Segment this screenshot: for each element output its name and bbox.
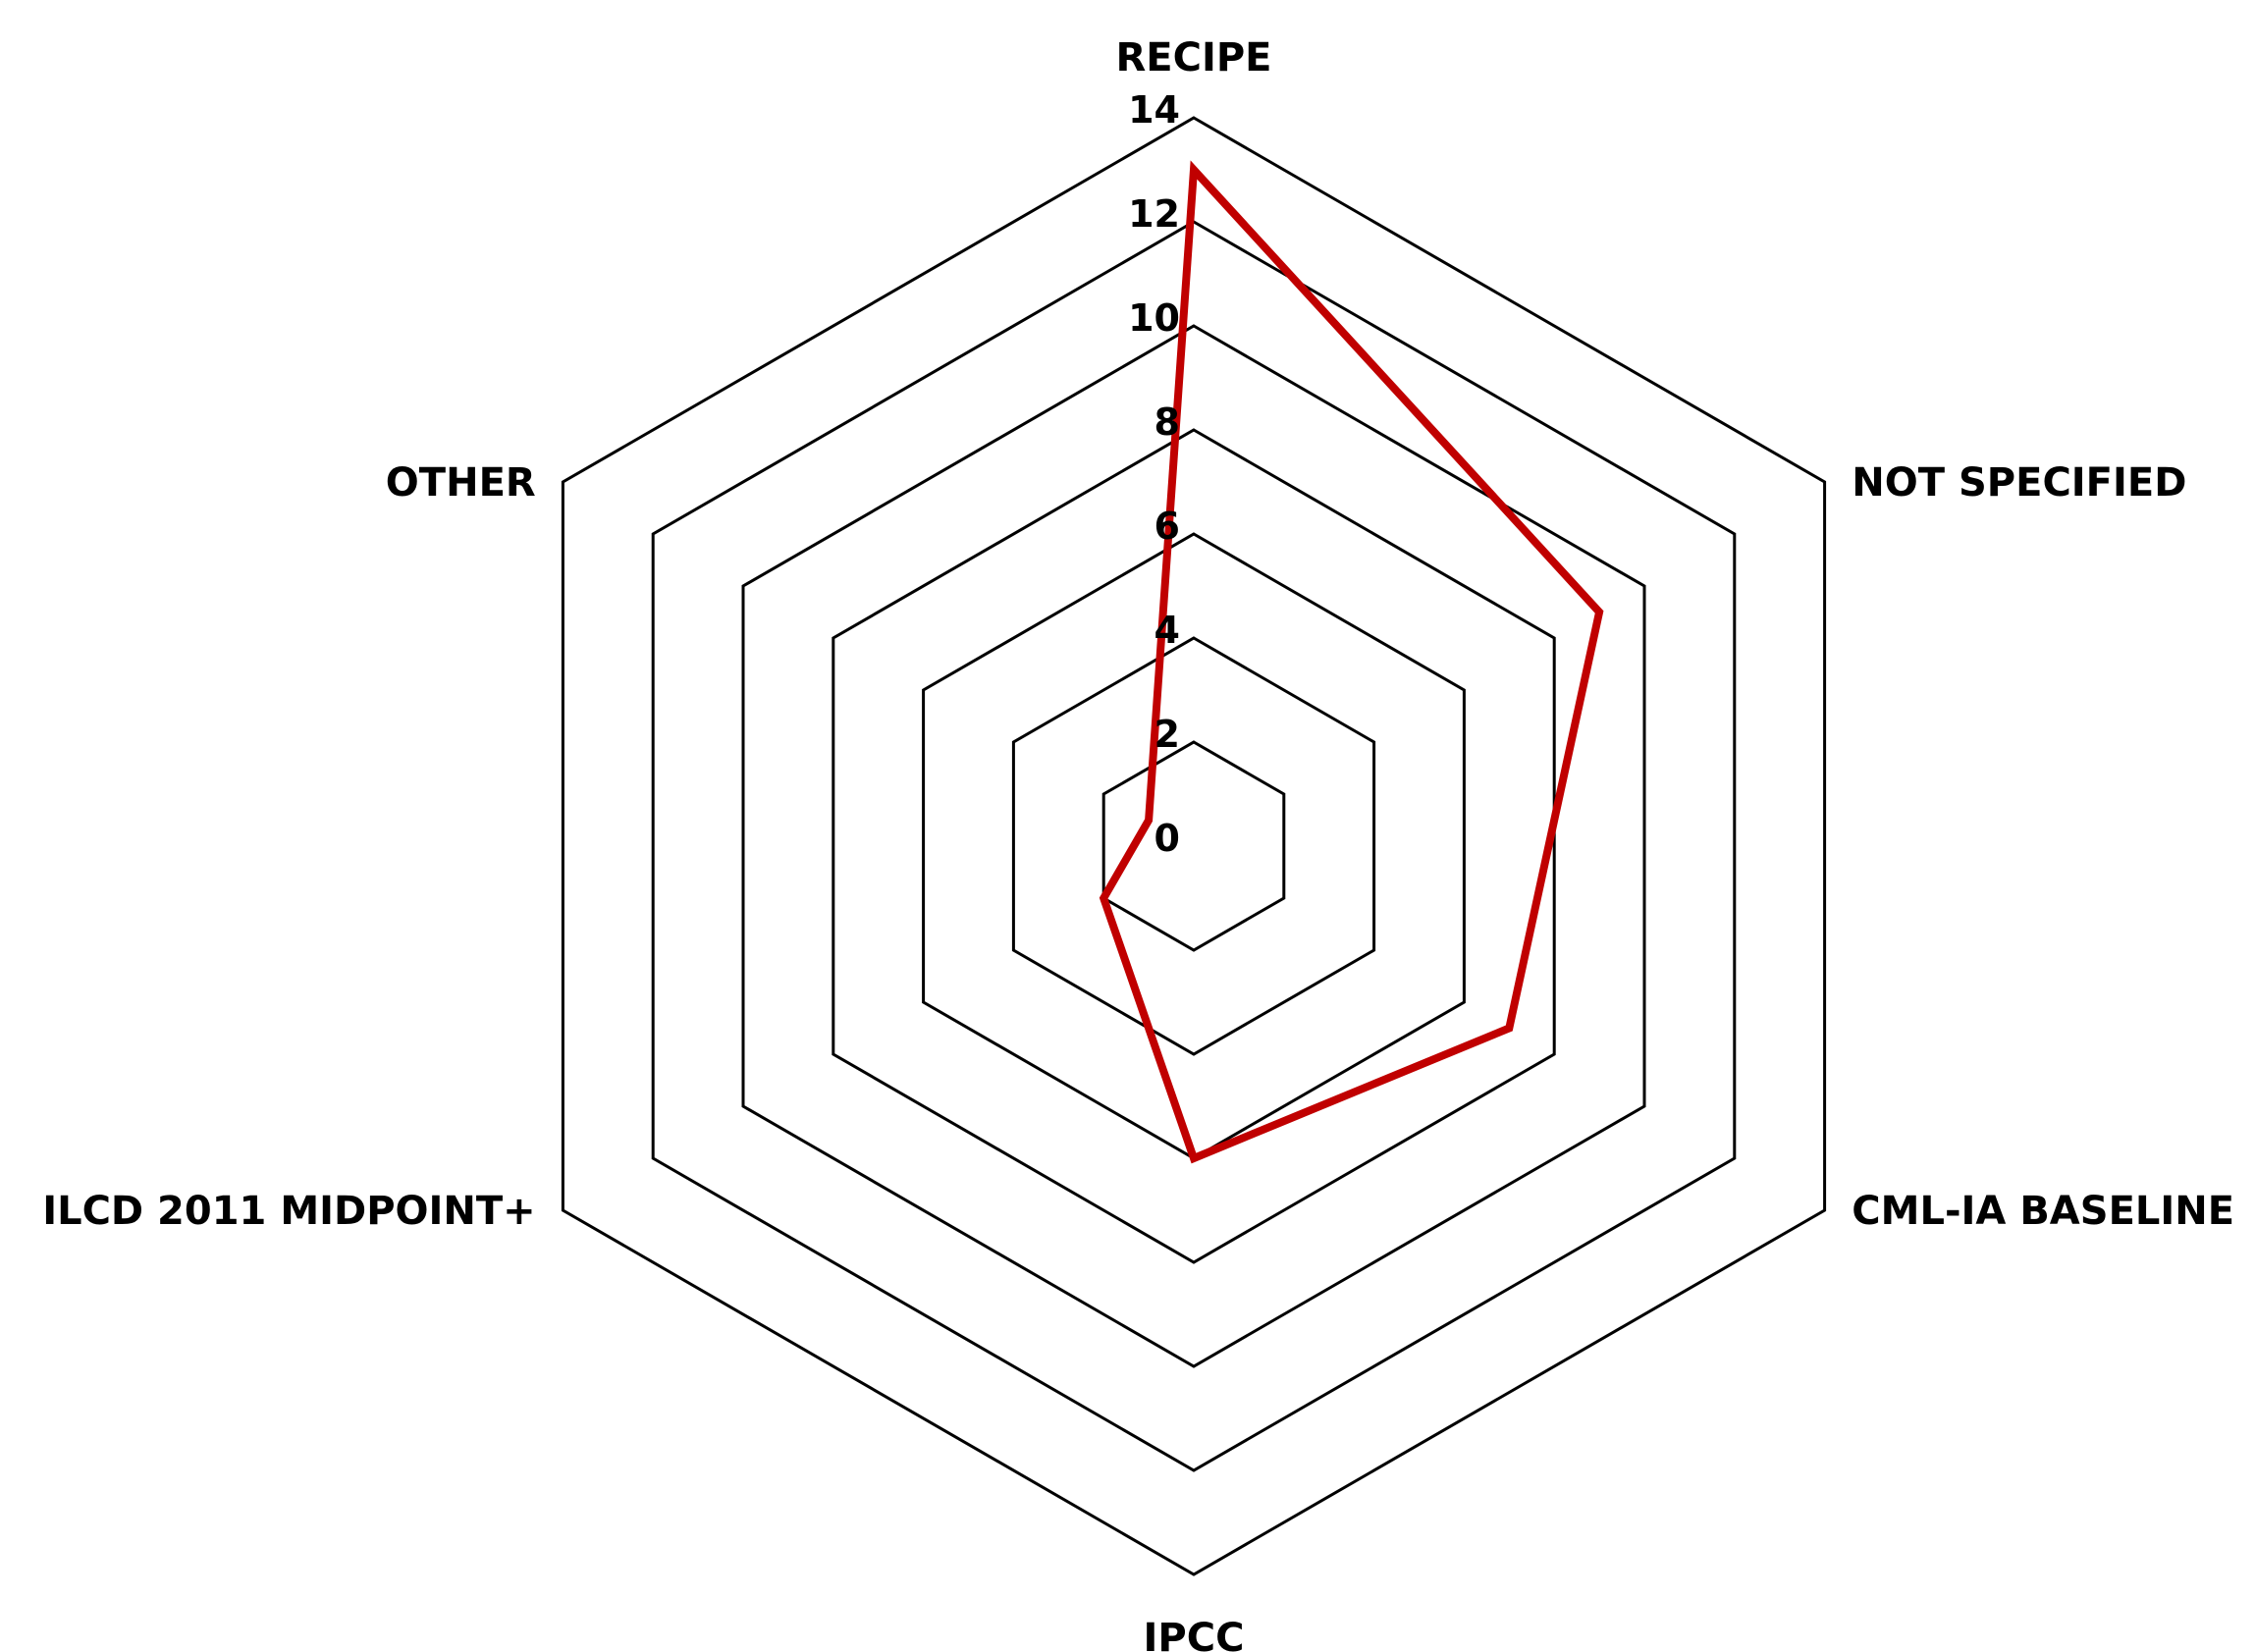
axis-labels: RECIPE NOT SPECIFIED CML-IA BASELINE IPCC IL… <box>42 35 2234 1652</box>
grid-layer <box>561 116 1827 1576</box>
grid-ring-12 <box>651 220 1737 1472</box>
grid-ring-14 <box>561 116 1827 1576</box>
axis-label-other: OTHER <box>386 460 536 506</box>
tick-labels: 0 2 4 6 8 10 12 14 <box>1128 88 1180 860</box>
tick-label-12: 12 <box>1128 192 1180 236</box>
axis-label-ilcd-2011-midpoint: ILCD 2011 MIDPOINT+ <box>42 1189 535 1234</box>
axis-label-ipcc: IPCC <box>1144 1616 1245 1652</box>
axis-label-recipe: RECIPE <box>1115 35 1271 80</box>
grid-ring-6 <box>922 532 1466 1160</box>
grid-ring-10 <box>741 324 1646 1368</box>
tick-label-2: 2 <box>1154 713 1180 756</box>
series-layer <box>1099 160 1604 1164</box>
axis-label-not-specified: NOT SPECIFIED <box>1852 460 2186 506</box>
tick-label-6: 6 <box>1154 505 1180 548</box>
tick-label-4: 4 <box>1154 609 1180 652</box>
tick-label-0: 0 <box>1154 817 1180 860</box>
tick-label-10: 10 <box>1128 296 1180 340</box>
series-line-0 <box>1099 160 1604 1164</box>
axis-label-cml-ia-baseline: CML-IA BASELINE <box>1852 1189 2234 1234</box>
tick-label-14: 14 <box>1128 88 1180 132</box>
tick-label-8: 8 <box>1154 400 1180 444</box>
grid-ring-2 <box>1101 740 1286 952</box>
grid-ring-4 <box>1011 636 1376 1056</box>
grid-ring-8 <box>832 428 1556 1264</box>
